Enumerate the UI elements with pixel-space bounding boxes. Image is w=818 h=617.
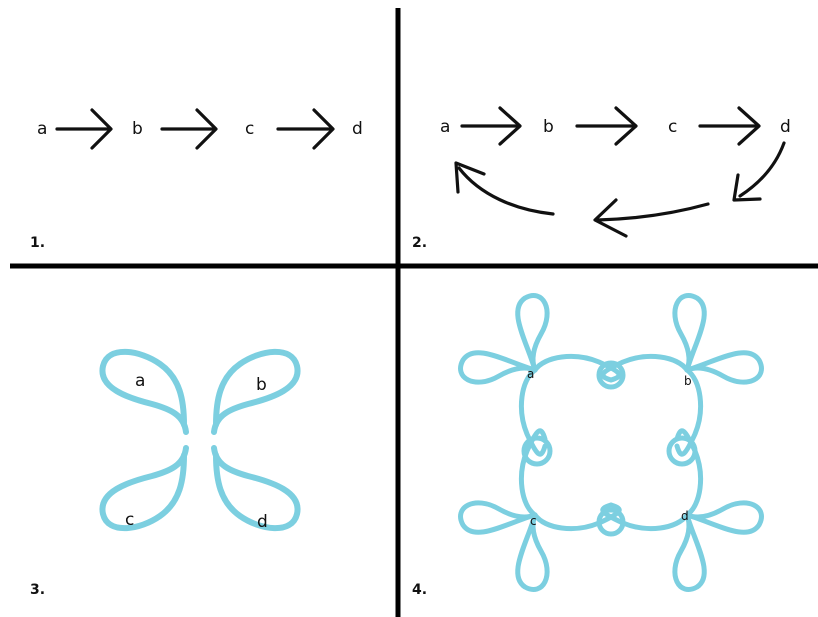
panel2-arrow-up-to-a bbox=[454, 161, 555, 216]
panel3-label-d: d bbox=[257, 512, 268, 532]
panel4-label-a: a bbox=[527, 367, 534, 381]
panel4-motif-a bbox=[458, 293, 622, 457]
panel-1: a b c d 1. bbox=[30, 108, 363, 251]
panel1-arrow-a-b bbox=[55, 108, 113, 150]
panel3-number: 3. bbox=[30, 582, 45, 598]
panel4-label-c: c bbox=[530, 514, 537, 528]
panel2-arrow-bottom bbox=[593, 198, 710, 238]
panel1-node-a: a bbox=[37, 119, 47, 139]
panel1-node-d: d bbox=[352, 119, 363, 139]
panel2-arrow-d-down bbox=[732, 141, 786, 202]
panel2-node-a: a bbox=[440, 117, 450, 137]
panel-4: a b c d 4. bbox=[412, 293, 764, 598]
panel3-petal-b bbox=[211, 348, 301, 435]
panel2-node-c: c bbox=[668, 117, 677, 137]
panel2-node-b: b bbox=[543, 117, 554, 137]
panel4-twist-left bbox=[521, 435, 553, 467]
panel3-petal-d bbox=[211, 445, 301, 532]
panel1-arrow-c-d bbox=[276, 108, 335, 150]
panel1-node-b: b bbox=[132, 119, 143, 139]
panel4-label-d: d bbox=[681, 509, 689, 523]
panel4-number: 4. bbox=[412, 582, 427, 598]
panel4-twist-top bbox=[596, 360, 626, 390]
panel3-label-b: b bbox=[256, 375, 267, 395]
panel2-arrow-b-c bbox=[575, 106, 638, 146]
panel4-label-b: b bbox=[684, 374, 692, 388]
panel1-node-c: c bbox=[245, 119, 254, 139]
panel3-label-a: a bbox=[135, 371, 145, 391]
panel2-arrow-c-d bbox=[698, 106, 761, 146]
panel3-petal-c bbox=[99, 445, 189, 532]
panel4-twist-right bbox=[666, 435, 698, 467]
panel4-motif-b bbox=[600, 293, 764, 457]
panel1-number: 1. bbox=[30, 235, 45, 251]
panel-3: a b c d 3. bbox=[30, 348, 301, 598]
panel2-node-d: d bbox=[780, 117, 791, 137]
panel1-arrow-b-c bbox=[160, 108, 218, 150]
panel3-petal-a bbox=[99, 348, 189, 435]
panel2-arrow-a-b bbox=[460, 106, 522, 146]
panel3-label-c: c bbox=[125, 510, 134, 530]
panel4-twist-bottom bbox=[596, 507, 626, 537]
panel2-number: 2. bbox=[412, 235, 427, 251]
panel-2: a b c d 2. bbox=[412, 106, 791, 251]
